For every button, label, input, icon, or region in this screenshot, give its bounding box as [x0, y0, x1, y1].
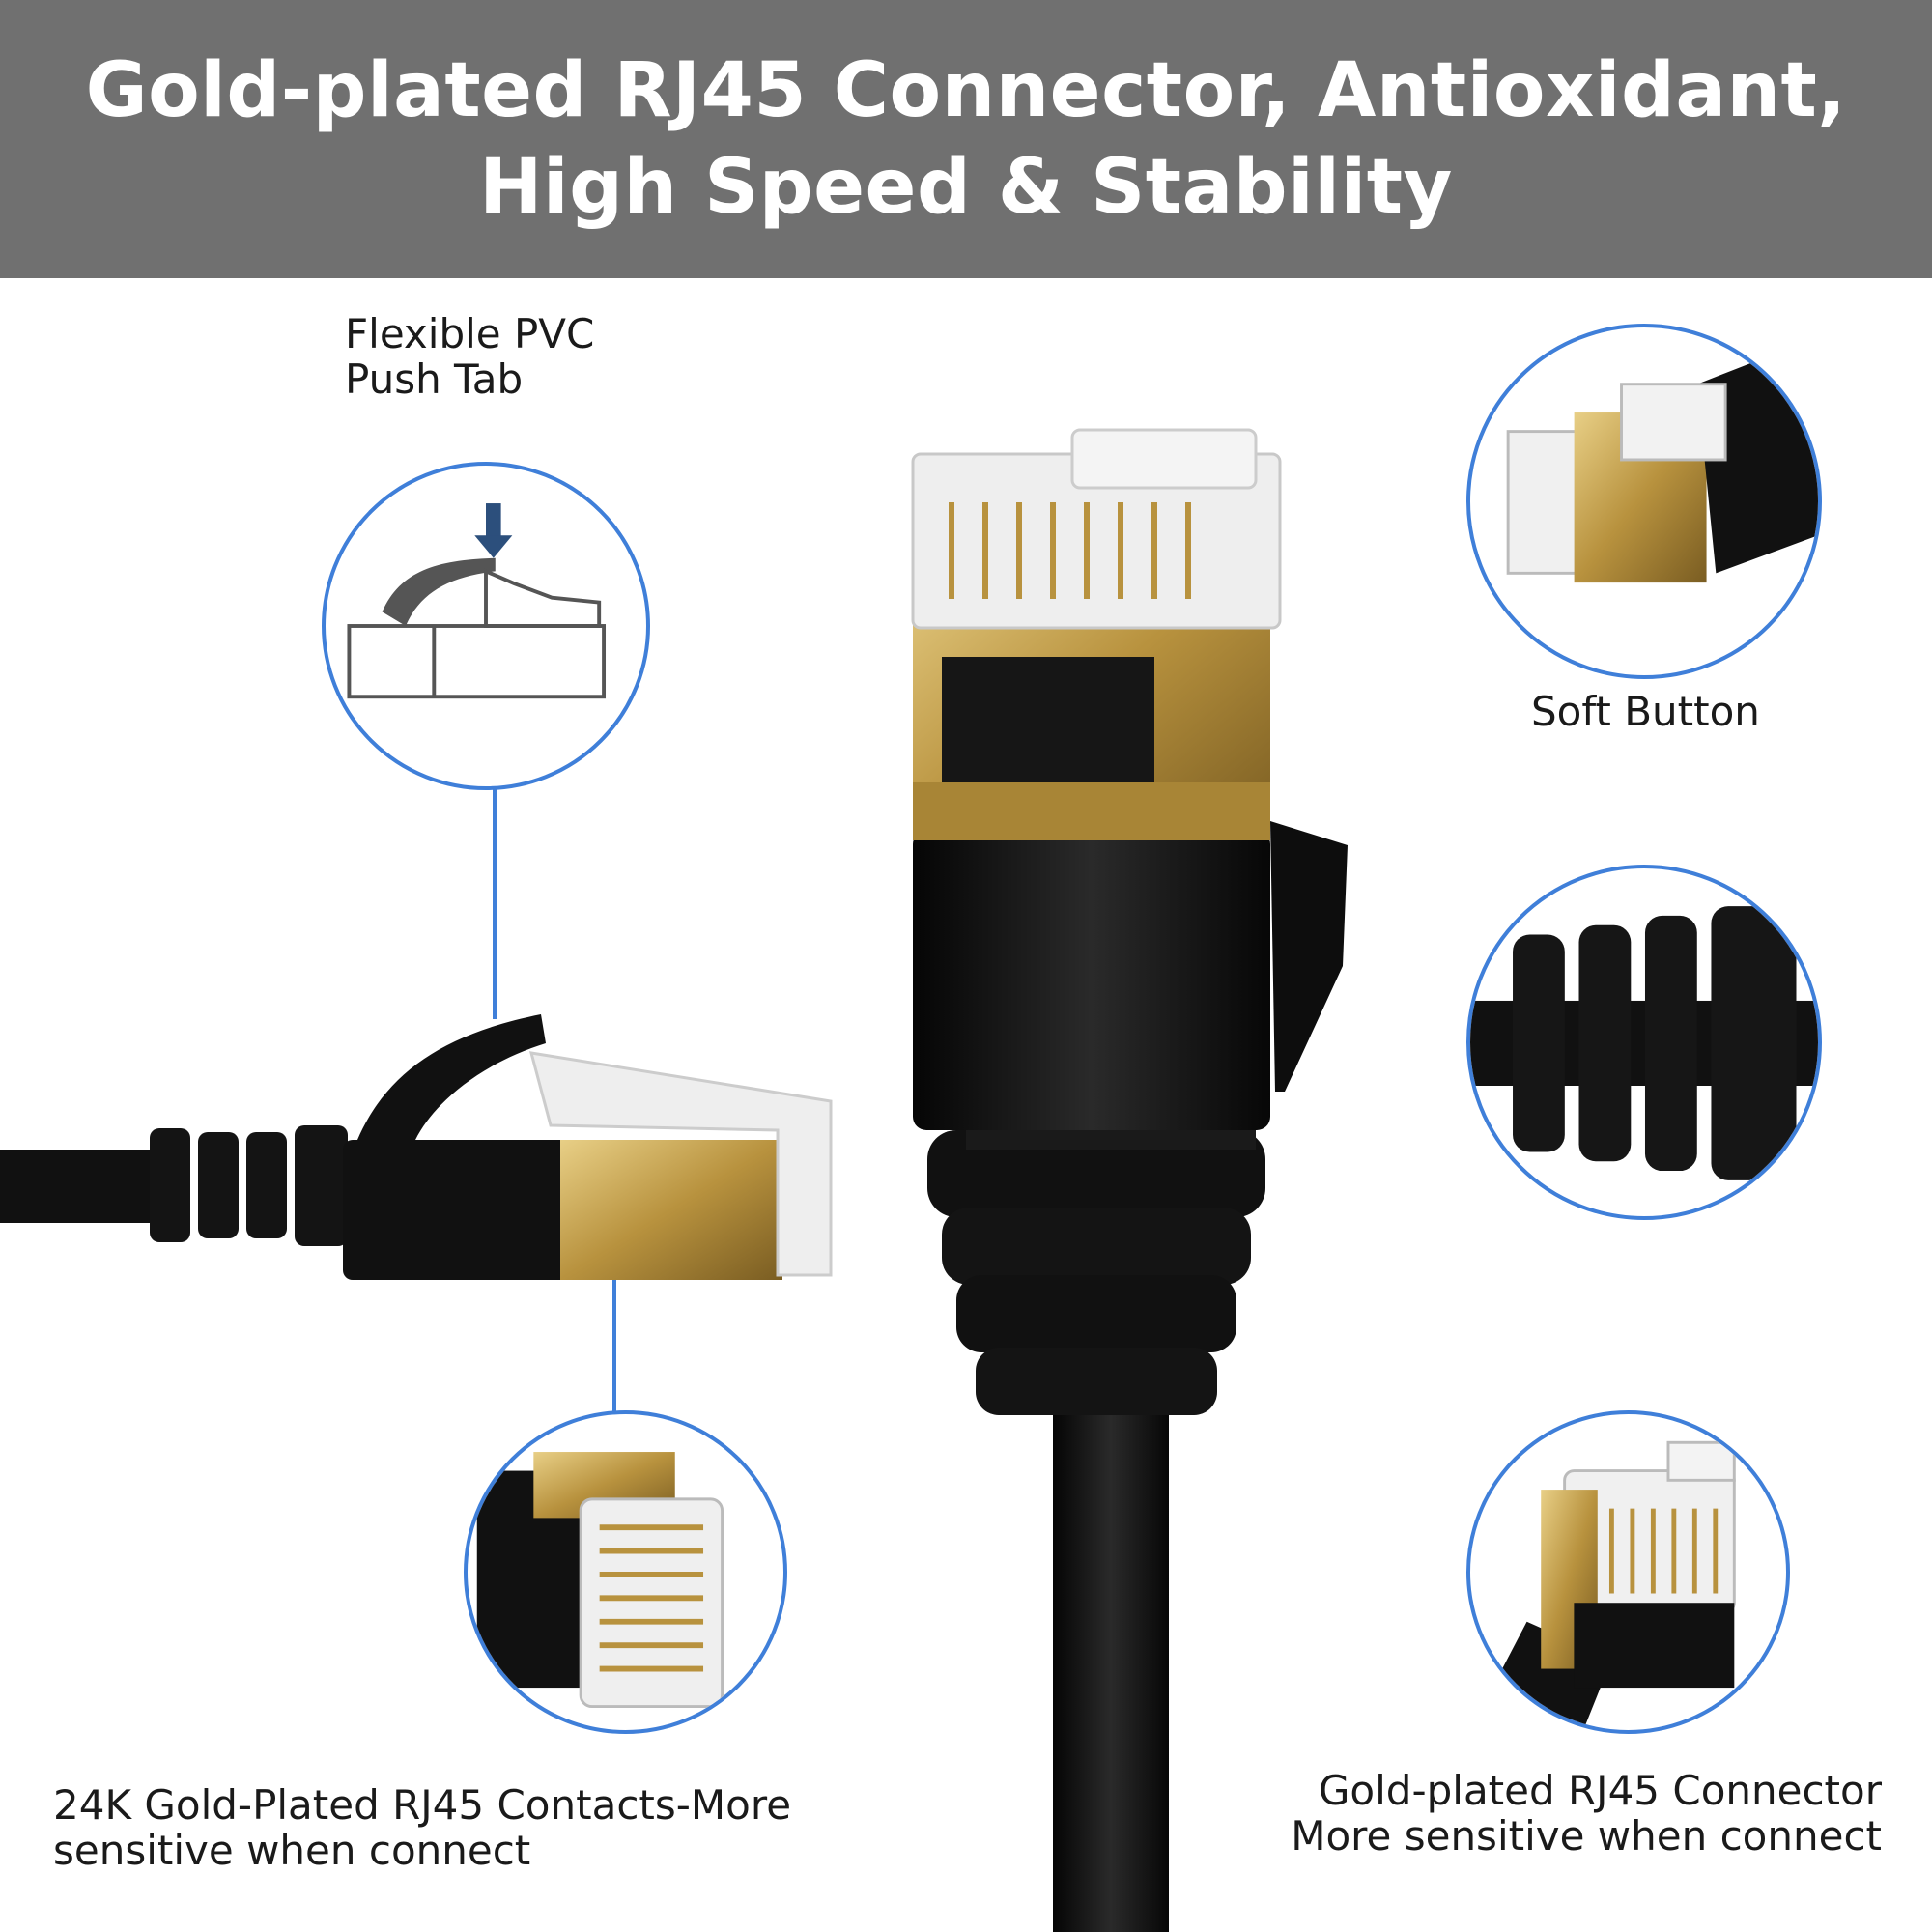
vertical-connector-body [913, 831, 1270, 1130]
contacts-caption-line-1: 24K Gold-Plated RJ45 Contacts-More [53, 1781, 792, 1829]
contacts-caption: 24K Gold-Plated RJ45 Contacts-More sensi… [53, 1782, 791, 1873]
connector-caption: Gold-plated RJ45 Connector More sensitiv… [1291, 1768, 1882, 1859]
horizontal-boot [150, 1125, 348, 1246]
horizontal-gold-shield [560, 1140, 782, 1280]
arrow-down-icon [474, 503, 513, 558]
horizontal-cable [0, 1150, 174, 1223]
vertical-boot [927, 1111, 1265, 1415]
banner-title-line-1: Gold-plated RJ45 Connector, Antioxidant, [85, 47, 1847, 134]
push-tab-caption-line-2: Push Tab [345, 355, 524, 403]
soft-button-caption-line-1: Soft Button [1531, 688, 1760, 735]
soft-button-detail-circle [1466, 324, 1822, 679]
horizontal-connector-body [343, 1140, 570, 1280]
vertical-cable [1053, 1401, 1169, 1932]
push-tab-caption: Flexible PVC Push Tab [345, 311, 594, 402]
soft-button-caption: Soft Button [1531, 689, 1760, 734]
connector-caption-line-2: More sensitive when connect [1291, 1812, 1882, 1860]
contacts-connector-line [612, 1280, 616, 1413]
push-tab-detail-circle [322, 462, 650, 790]
banner-title-line-2: High Speed & Stability [479, 144, 1453, 231]
push-tab-caption-line-1: Flexible PVC [345, 310, 595, 357]
vertical-latch [1270, 821, 1348, 1092]
title-banner: Gold-plated RJ45 Connector, Antioxidant,… [0, 0, 1932, 278]
boot-detail-circle [1466, 865, 1822, 1220]
push-tab-diagram-icon [347, 503, 607, 699]
contacts-detail-circle [464, 1410, 787, 1734]
connector-caption-line-1: Gold-plated RJ45 Connector [1318, 1767, 1882, 1814]
push-tab-connector-line [493, 787, 497, 1019]
connector-detail-circle [1466, 1410, 1790, 1734]
horizontal-clear-plug [528, 1051, 833, 1277]
horizontal-latch [357, 1014, 546, 1140]
contacts-caption-line-2: sensitive when connect [53, 1827, 531, 1874]
